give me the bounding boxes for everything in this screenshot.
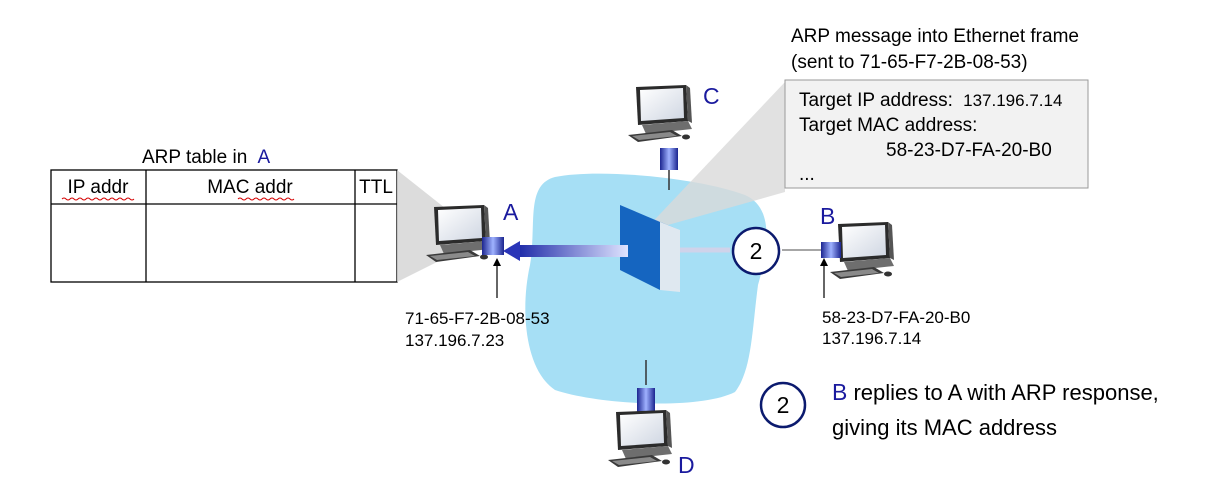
callout-caption-line2: (sent to 71-65-F7-2B-08-53) bbox=[791, 52, 1028, 73]
computer-icon bbox=[608, 410, 672, 467]
step-desc-node: B bbox=[832, 379, 847, 405]
response-arrow bbox=[503, 241, 628, 261]
arp-table: ARP table in A IP addr MAC addr TTL bbox=[50, 147, 398, 283]
host-b-label: B bbox=[820, 203, 835, 229]
target-ip-value: 137.196.7.14 bbox=[963, 91, 1062, 110]
spellcheck-underline bbox=[237, 197, 295, 201]
host-a-ip: 137.196.7.23 bbox=[405, 331, 504, 350]
callout-box bbox=[784, 79, 1089, 189]
step-description: 2 B replies to A with ARP response, givi… bbox=[759, 379, 1159, 440]
host-a-label: A bbox=[503, 199, 519, 225]
spellcheck-underline bbox=[61, 197, 135, 201]
frame-callout: ARP message into Ethernet frame (sent to… bbox=[784, 26, 1089, 189]
arp-table-title: ARP table in bbox=[142, 147, 247, 168]
arp-table-header-ip: IP addr bbox=[68, 177, 130, 198]
host-b-ip: 137.196.7.14 bbox=[822, 329, 921, 348]
host-d: D bbox=[608, 388, 695, 478]
host-b-mac: 58-23-D7-FA-20-B0 bbox=[822, 308, 970, 327]
host-a: A 71-65-F7-2B-08-53 137.196.7.23 bbox=[405, 199, 550, 350]
port-a bbox=[482, 237, 504, 255]
svg-text:Target IP address: 137.1: Target IP address: 137.196.7.14 bbox=[799, 90, 1062, 111]
callout-ellipsis: ... bbox=[799, 164, 815, 185]
svg-text:ARP table in A: ARP table in A bbox=[142, 147, 271, 168]
arp-table-title-node: A bbox=[258, 147, 271, 168]
port-b bbox=[821, 242, 841, 258]
target-mac-value: 58-23-D7-FA-20-B0 bbox=[886, 140, 1052, 161]
switch bbox=[620, 205, 680, 292]
callout-wedge bbox=[643, 82, 785, 232]
svg-text:2: 2 bbox=[750, 238, 763, 264]
host-c: C bbox=[628, 83, 720, 170]
switch-front bbox=[620, 205, 660, 290]
network-cloud bbox=[525, 173, 767, 404]
step-marker bbox=[759, 381, 807, 429]
host-b: B 58-23-D7-FA-20-B0 137.196.7.14 bbox=[820, 203, 970, 348]
port-c bbox=[660, 148, 678, 170]
host-a-mac: 71-65-F7-2B-08-53 bbox=[405, 309, 550, 328]
step-desc-line2: giving its MAC address bbox=[832, 415, 1057, 440]
arp-table-frame bbox=[50, 169, 398, 283]
step-desc-line1: replies to A with ARP response, bbox=[853, 380, 1158, 405]
port-d bbox=[637, 388, 655, 412]
step-marker-link: 2 bbox=[731, 226, 781, 276]
target-mac-label: Target MAC address: bbox=[799, 115, 977, 136]
arp-table-header-ttl: TTL bbox=[359, 177, 393, 198]
table-zoom-wedge bbox=[397, 170, 445, 282]
host-d-label: D bbox=[678, 452, 695, 478]
target-ip-label: Target IP address: bbox=[799, 90, 953, 111]
callout-caption-line1: ARP message into Ethernet frame bbox=[791, 26, 1079, 47]
arp-table-header-mac: MAC addr bbox=[207, 177, 293, 198]
svg-text:B replies to A with ARP: B replies to A with ARP response, bbox=[832, 379, 1159, 405]
host-c-label: C bbox=[703, 83, 720, 109]
step-number: 2 bbox=[777, 392, 790, 418]
computer-icon bbox=[628, 85, 692, 142]
